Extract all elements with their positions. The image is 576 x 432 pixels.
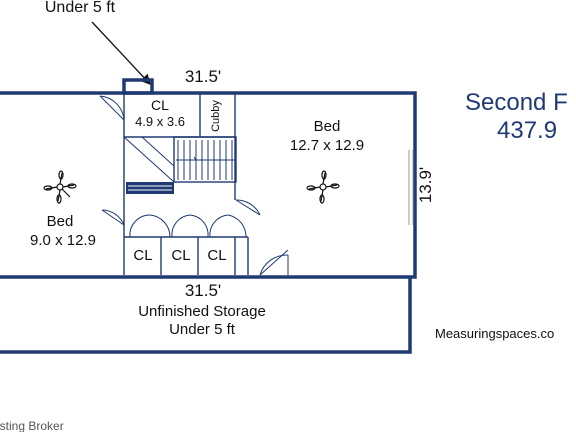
- bed-right-label: Bed: [314, 118, 341, 135]
- dimension-right: 13.9': [416, 167, 435, 203]
- top-note: Under 5 ft: [45, 0, 116, 16]
- closet-label: CL: [133, 247, 152, 264]
- footer-text: isting Broker: [0, 419, 64, 432]
- floor-title: Second F: [465, 89, 568, 116]
- bump-out-wall: [122, 78, 154, 95]
- closet-label: CL: [207, 247, 226, 264]
- cubby-label: Cubby: [210, 100, 222, 132]
- watermark: Measuringspaces.co: [435, 326, 554, 341]
- ceiling-fan-icon: [306, 170, 340, 204]
- bed-left-label: Bed: [47, 213, 74, 230]
- dimension-bottom: 31.5': [185, 281, 221, 300]
- dimension-top: 31.5': [185, 67, 221, 86]
- closet-top-label: CL: [151, 97, 169, 113]
- storage-note: Under 5 ft: [169, 321, 236, 338]
- bed-left-size: 9.0 x 12.9: [30, 232, 96, 249]
- storage-label: Unfinished Storage: [138, 303, 266, 320]
- outer-wall: [0, 91, 417, 279]
- closet-top-size: 4.9 x 3.6: [135, 114, 185, 129]
- stairs: [123, 136, 237, 183]
- ceiling-fan-icon: [43, 170, 77, 204]
- railing: [126, 182, 174, 194]
- closet-label: CL: [171, 247, 190, 264]
- floor-area: 437.9: [497, 117, 557, 144]
- pointer-arrow: [91, 21, 151, 85]
- bed-right-size: 12.7 x 12.9: [290, 137, 364, 154]
- storage-wall: [0, 277, 412, 354]
- door-swings: [99, 95, 289, 276]
